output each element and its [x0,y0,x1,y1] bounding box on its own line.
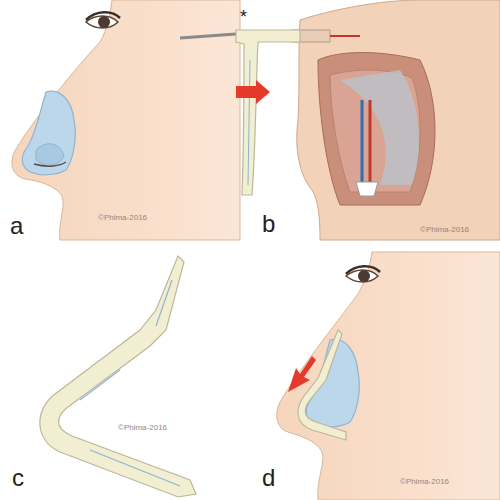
panel-a-face [12,0,240,240]
panel-letter: a [10,214,23,238]
panel-letter: d [262,466,275,490]
watermark: ©Phima-2016 [420,226,469,234]
panel-letter: b [262,212,275,236]
panel-letter: c [12,466,24,490]
graft-marker: * [240,8,247,26]
watermark: ©Phima-2016 [98,214,147,222]
panel-b-section [180,0,500,240]
graft-shape [40,256,196,497]
watermark: ©Phima-2016 [400,478,449,486]
panel-d-face [277,252,500,500]
watermark: ©Phima-2016 [118,424,167,432]
